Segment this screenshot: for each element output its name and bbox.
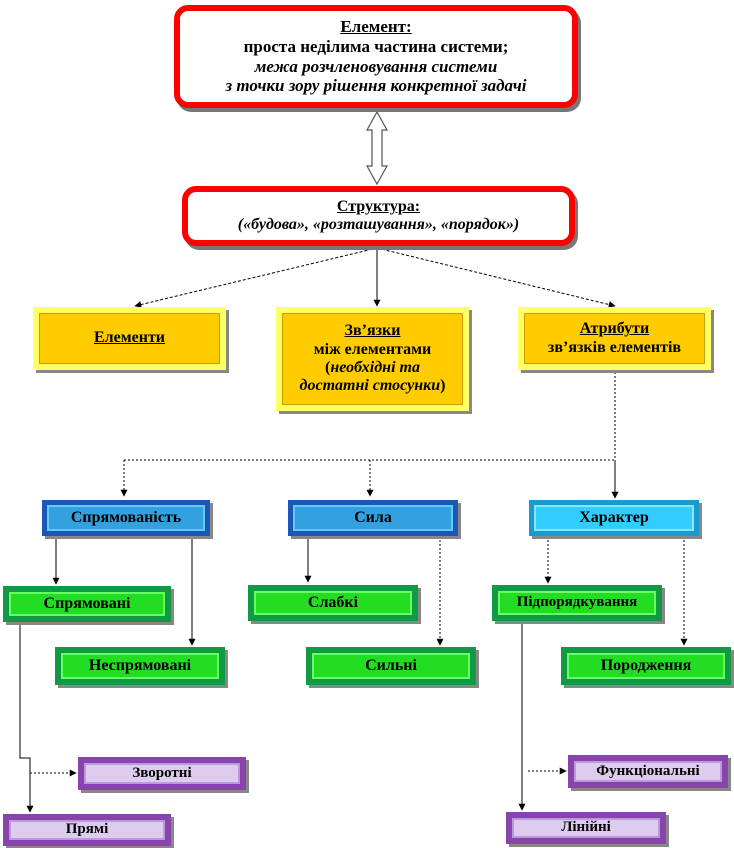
undirected-box: Неспрямовані [55, 647, 225, 685]
subordination-box: Підпорядкування [492, 585, 662, 621]
strong-box: Сильні [306, 647, 476, 685]
double-arrow-element-structure [365, 110, 389, 186]
structure-box: Структура: («будова», «розташування», «п… [182, 186, 575, 246]
connector-attributes-distribution [120, 372, 616, 497]
direct-box: Прямі [3, 814, 171, 846]
connector-structure-elements [134, 247, 378, 308]
structure-subtitle: («будова», «розташування», «порядок») [237, 216, 520, 233]
generation-box: Породження [561, 647, 731, 685]
element-definition-box: Елемент: проста неділима частина системи… [174, 5, 578, 108]
linear-box: Лінійні [506, 812, 666, 844]
element-line-3: з точки зору рішення конкретної задачі [225, 76, 527, 96]
character-label: Характер [579, 508, 649, 526]
connector-directed-direct [19, 622, 34, 813]
links-line-3: достатні стосунки [299, 377, 441, 395]
element-title: Елемент: [340, 17, 412, 37]
links-box: Зв’язки між елементами (необхідні та дос… [276, 307, 469, 411]
element-line-2: межа розчленовування системи [254, 56, 498, 76]
directed-label: Спрямовані [43, 594, 131, 612]
reverse-box: Зворотні [78, 757, 246, 790]
elements-box: Елементи [33, 307, 226, 370]
direct-label: Прямі [65, 821, 109, 838]
links-close-paren: ) [440, 377, 446, 395]
links-line-3-wrap: достатні стосунки) [300, 377, 446, 395]
links-line-2: необхідні та [330, 359, 420, 376]
attributes-title: Атрибути [579, 320, 650, 338]
reverse-label: Зворотні [132, 764, 192, 781]
element-line-1: проста неділима частина системи; [243, 36, 509, 56]
attributes-line-1: зв’язків елементів [547, 338, 682, 356]
functional-label: Функціональні [596, 762, 700, 779]
links-line-2-wrap: (необхідні та [325, 359, 420, 377]
weak-label: Слабкі [307, 593, 359, 611]
linear-label: Лінійні [561, 819, 611, 836]
directed-box: Спрямовані [3, 586, 171, 622]
weak-box: Слабкі [248, 585, 418, 621]
character-box: Характер [529, 500, 699, 536]
generation-label: Породження [600, 656, 692, 674]
links-line-1: між елементами [313, 340, 432, 358]
directedness-box: Спрямованість [42, 500, 210, 536]
connector-structure-attributes [376, 247, 616, 308]
links-title: Зв’язки [344, 322, 401, 340]
structure-title: Структура: [336, 197, 421, 215]
functional-box: Функціональні [568, 755, 728, 788]
elements-label: Елементи [93, 329, 166, 347]
directedness-label: Спрямованість [70, 508, 182, 526]
undirected-label: Неспрямовані [88, 656, 192, 674]
attributes-box: Атрибути зв’язків елементів [518, 307, 711, 370]
strength-label: Сила [354, 508, 392, 526]
links-open-paren: ( [325, 359, 331, 376]
strong-label: Сильні [365, 656, 417, 674]
subordination-label: Підпорядкування [516, 594, 638, 611]
strength-box: Сила [288, 500, 458, 536]
